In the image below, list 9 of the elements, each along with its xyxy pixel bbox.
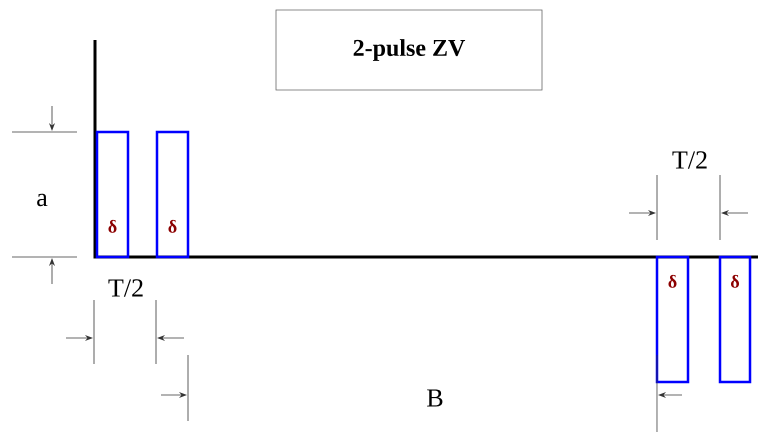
dimension-label: T/2 <box>672 151 707 169</box>
pulse-box: δ <box>656 256 690 384</box>
dimension-label: B <box>427 389 442 407</box>
dimension-label: a <box>37 194 48 206</box>
pulse-box: δ <box>156 130 190 258</box>
title-box: 2-pulse ZV <box>276 10 542 90</box>
pulse-box: δ <box>96 130 130 258</box>
dimension-label: T/2 <box>108 279 143 297</box>
pulse-box: δ <box>718 256 752 384</box>
